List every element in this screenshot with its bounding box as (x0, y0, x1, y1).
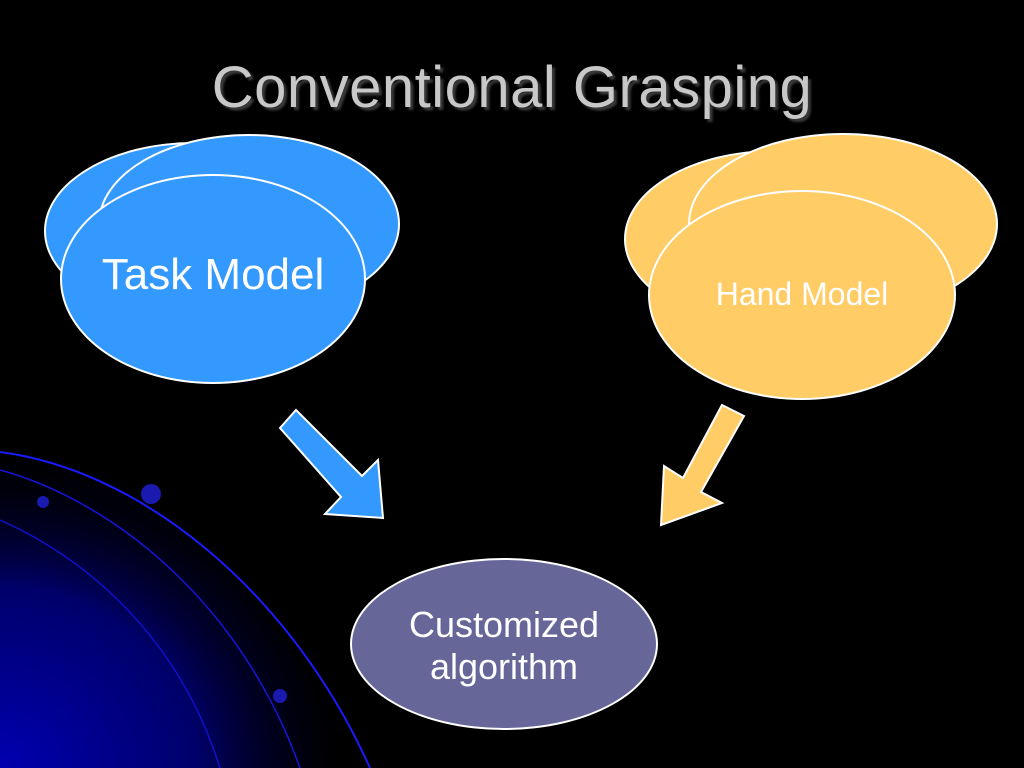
hand-model-label: Hand Model (715, 276, 889, 312)
algorithm-label-line1: Customized (408, 604, 600, 645)
swoosh-arc-2 (0, 469, 301, 768)
swoosh-arc-1 (0, 451, 371, 768)
swoosh-dot-2 (37, 496, 49, 508)
swoosh-arc-3 (0, 519, 221, 768)
swoosh-dot-1 (141, 484, 161, 504)
swoosh-glow (0, 440, 360, 768)
task-model-ellipse-front (60, 174, 366, 384)
algorithm-ellipse (350, 558, 658, 730)
swoosh-dot-3 (273, 689, 287, 703)
task-model-label: Task Model (101, 250, 325, 299)
hand-model-ellipse-front (648, 190, 956, 400)
arrow-task-to-algorithm (278, 408, 385, 520)
arrow-hand-to-algorithm (659, 403, 746, 527)
algorithm-label-line2: algorithm (429, 646, 579, 687)
slide-title: Conventional Grasping (211, 55, 813, 120)
